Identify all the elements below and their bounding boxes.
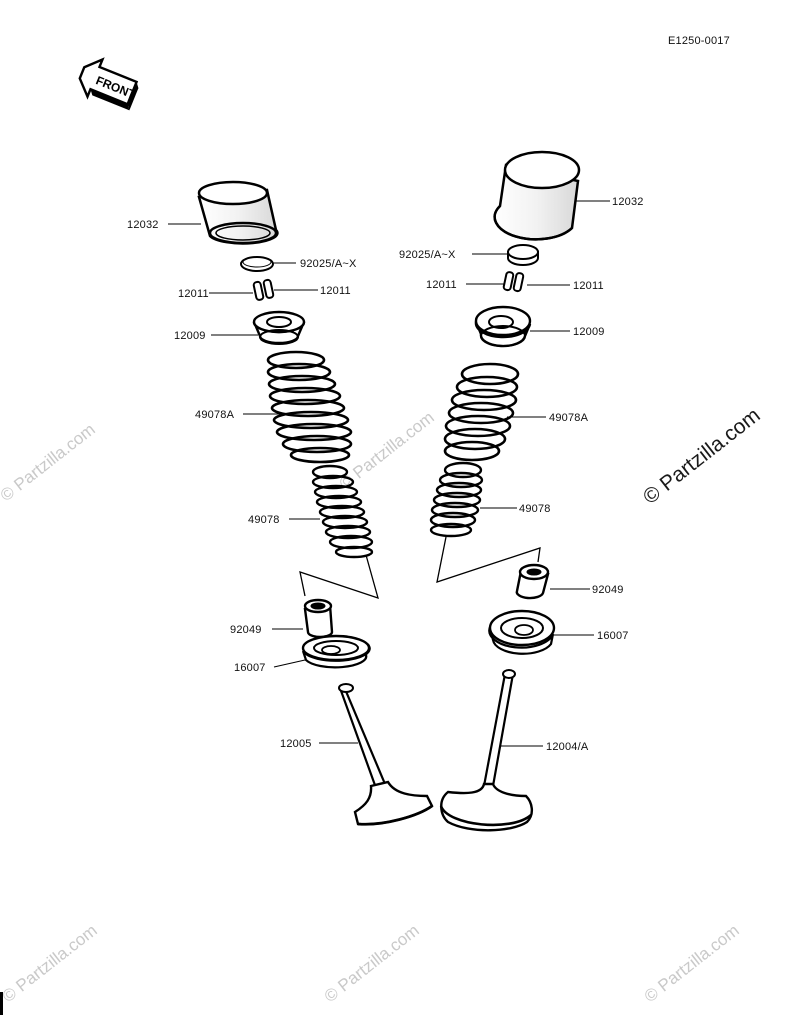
diagram-code: E1250-0017 (668, 35, 730, 47)
left-shim (240, 256, 274, 272)
watermark: © Partzilla.com (639, 404, 765, 509)
right-tappet (493, 150, 581, 241)
callout-left-keeper-b: 12011 (320, 285, 351, 297)
left-inner-spring (311, 464, 374, 559)
callout-right-keeper-b: 12011 (573, 280, 604, 292)
left-outer-spring (266, 350, 353, 464)
left-keepers (252, 278, 275, 301)
right-keepers (502, 271, 525, 293)
watermark: © Partzilla.com (0, 921, 101, 1007)
right-inner-spring (429, 461, 484, 538)
watermarks: © Partzilla.com © Partzilla.com © Partzi… (0, 404, 765, 1006)
leader-lines (168, 200, 610, 747)
callout-left-valve: 12005 (280, 738, 312, 750)
right-shim (507, 244, 539, 266)
watermark: © Partzilla.com (0, 420, 99, 506)
callout-right-outer-spring: 49078A (549, 412, 589, 424)
right-stem-seal (515, 563, 550, 600)
callout-right-keeper-a: 12011 (426, 279, 457, 291)
left-valve-assembly (197, 180, 434, 826)
right-retainer (474, 305, 532, 348)
front-arrow-icon: FRONT (78, 57, 139, 111)
left-spring-seat (301, 634, 371, 669)
right-assembly-guide (436, 536, 541, 583)
callout-right-valve: 12004/A (546, 741, 589, 753)
callout-left-retainer: 12009 (174, 330, 206, 342)
callout-right-retainer: 12009 (573, 326, 605, 338)
callout-left-spring-seat: 16007 (234, 662, 266, 674)
left-retainer (252, 310, 306, 345)
callout-left-keeper-a: 12011 (178, 288, 209, 300)
edge-mark (0, 992, 3, 1015)
callout-left-tappet: 12032 (127, 219, 159, 231)
callout-left-stem-seal: 92049 (230, 624, 262, 636)
right-spring-seat (488, 609, 556, 655)
right-valve-assembly (429, 150, 581, 832)
callout-left-inner-spring: 49078 (248, 514, 280, 526)
callout-right-stem-seal: 92049 (592, 584, 624, 596)
callout-right-inner-spring: 49078 (519, 503, 551, 515)
watermark: © Partzilla.com (641, 921, 743, 1007)
callout-right-spring-seat: 16007 (597, 630, 629, 642)
callout-right-shim: 92025/A~X (399, 249, 456, 261)
watermark: © Partzilla.com (321, 921, 423, 1007)
right-valve (439, 669, 533, 832)
callout-left-outer-spring: 49078A (195, 409, 235, 421)
left-stem-seal (303, 598, 334, 639)
left-valve (338, 683, 434, 826)
callout-left-shim: 92025/A~X (300, 258, 357, 270)
left-tappet (197, 180, 279, 245)
right-outer-spring (443, 362, 520, 462)
left-assembly-guide (299, 554, 379, 600)
callout-labels: 12032 92025/A~X 12011 12011 12009 49078A… (127, 196, 644, 753)
callout-right-tappet: 12032 (612, 196, 644, 208)
